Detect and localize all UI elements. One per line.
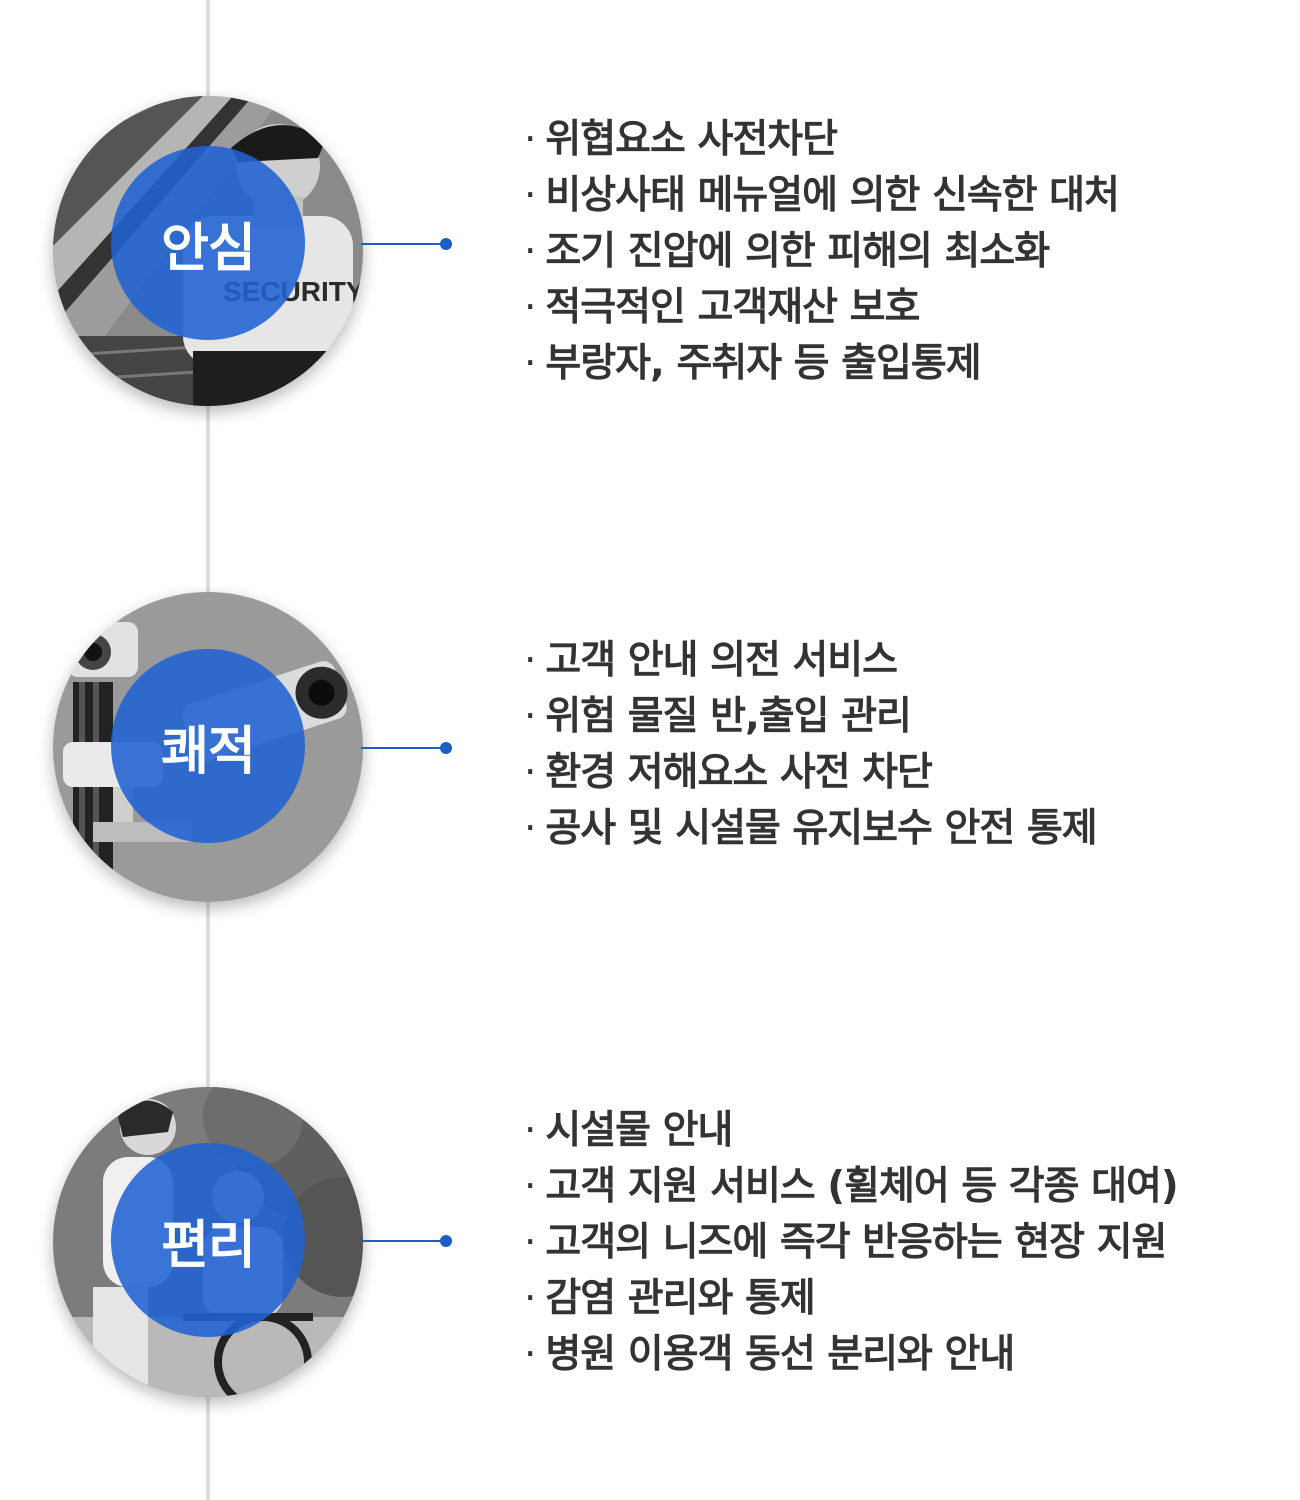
- list-item: ·고객의 니즈에 즉각 반응하는 현장 지원: [524, 1220, 1167, 1265]
- comfort-list: ·고객 안내 의전 서비스 ·위험 물질 반,출입 관리 ·환경 저해요소 사전…: [524, 633, 1098, 857]
- connector-dot: [440, 1235, 452, 1247]
- connector-line: [361, 747, 445, 749]
- connector-dot: [440, 742, 452, 754]
- list-item: ·병원 이용객 동선 분리와 안내: [524, 1332, 1015, 1377]
- list-item: ·고객 지원 서비스 (휠체어 등 각종 대여): [524, 1164, 1179, 1209]
- convenience-list: ·시설물 안내 ·고객 지원 서비스 (휠체어 등 각종 대여) ·고객의 니즈…: [524, 1103, 1179, 1383]
- list-item: ·조기 진압에 의한 피해의 최소화: [524, 229, 1050, 274]
- badge-comfort: 쾌적: [111, 649, 305, 843]
- list-item: ·감염 관리와 통제: [524, 1276, 816, 1321]
- list-item: ·적극적인 고객재산 보호: [524, 285, 920, 330]
- connector-line: [361, 1240, 445, 1242]
- badge-safety: 안심: [111, 146, 305, 340]
- connector-line: [361, 243, 445, 245]
- list-item: ·부랑자, 주취자 등 출입통제: [524, 341, 982, 386]
- connector-dot: [440, 238, 452, 250]
- list-item: ·시설물 안내: [524, 1108, 733, 1153]
- list-item: ·위험 물질 반,출입 관리: [524, 694, 912, 739]
- safety-list: ·위협요소 사전차단 ·비상사태 메뉴얼에 의한 신속한 대처 ·조기 진압에 …: [524, 112, 1120, 392]
- badge-convenience: 편리: [111, 1143, 305, 1337]
- list-item: ·위협요소 사전차단: [524, 117, 838, 162]
- list-item: ·공사 및 시설물 유지보수 안전 통제: [524, 806, 1098, 851]
- list-item: ·환경 저해요소 사전 차단: [524, 750, 933, 795]
- list-item: ·고객 안내 의전 서비스: [524, 638, 898, 683]
- list-item: ·비상사태 메뉴얼에 의한 신속한 대처: [524, 173, 1120, 218]
